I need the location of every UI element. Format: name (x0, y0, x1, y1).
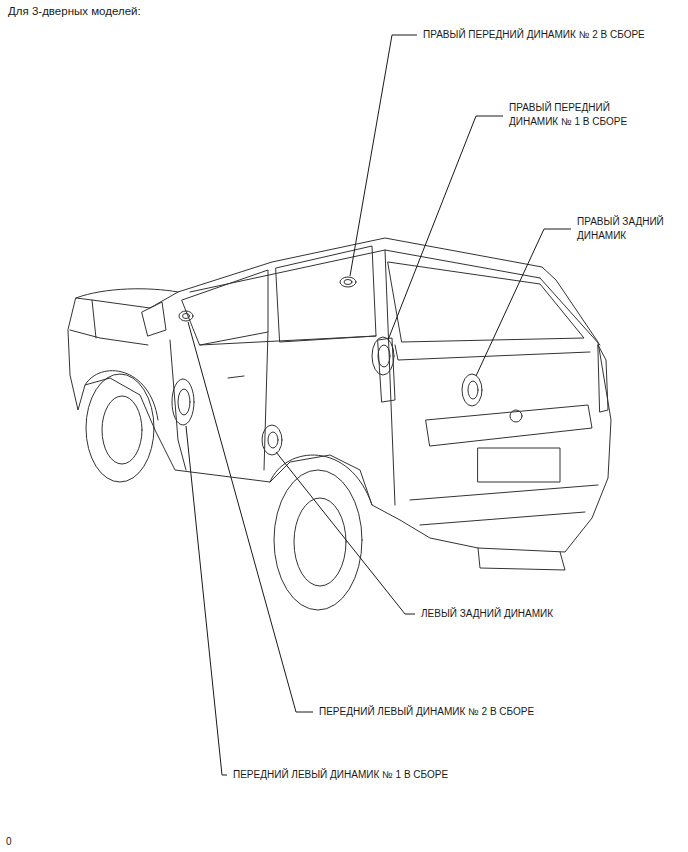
part-label: ЛЕВЫЙ ЗАДНИЙ ДИНАМИК (420, 607, 554, 621)
page-number: 0 (5, 835, 13, 849)
page-title: Для 3-дверных моделей: (8, 4, 141, 18)
part-label: ПРАВЫЙ ПЕРЕДНИЙ ДИНАМИК № 2 В СБОРЕ (422, 28, 646, 42)
part-label: ПРАВЫЙ ЗАДНИЙ ДИНАМИК (576, 215, 678, 243)
part-label: ПРАВЫЙ ПЕРЕДНИЙ ДИНАМИК № 1 В СБОРЕ (508, 101, 648, 129)
part-label: ПЕРЕДНИЙ ЛЕВЫЙ ДИНАМИК № 2 В СБОРЕ (318, 705, 535, 719)
part-label: ПЕРЕДНИЙ ЛЕВЫЙ ДИНАМИК № 1 В СБОРЕ (232, 768, 449, 782)
